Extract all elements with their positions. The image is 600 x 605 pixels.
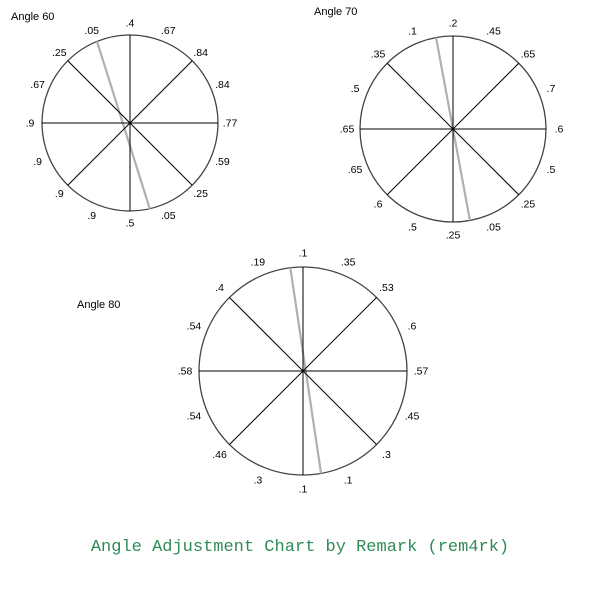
dial-label: .54 bbox=[187, 320, 202, 332]
dial-label: .5 bbox=[408, 221, 417, 233]
dial-label: .6 bbox=[408, 320, 417, 332]
dial-label: .59 bbox=[215, 156, 230, 168]
dial-label: .19 bbox=[251, 256, 266, 268]
dial-label: .3 bbox=[382, 449, 391, 461]
dial-label: .2 bbox=[449, 18, 458, 30]
dial-label: .65 bbox=[521, 49, 536, 61]
dial-label: .53 bbox=[379, 282, 394, 294]
dial-label: .9 bbox=[33, 156, 42, 168]
spoke-line bbox=[386, 62, 520, 196]
footer-credit: Angle Adjustment Chart by Remark (rem4rk… bbox=[90, 538, 510, 557]
dial-label: .7 bbox=[547, 83, 556, 95]
dial-label: .9 bbox=[26, 118, 35, 130]
dial-label: .65 bbox=[340, 124, 355, 136]
dial-label: .45 bbox=[486, 26, 501, 38]
dial-label: .1 bbox=[408, 26, 417, 38]
dial-label: .1 bbox=[299, 248, 308, 260]
dial-1: .4 .67 .84 .84 .77 .59 .25 .05 .5 .9 .9 .9 .9 .67 .25.… bbox=[26, 18, 238, 230]
dial-label: .77 bbox=[223, 118, 238, 130]
highlight-spoke bbox=[95, 41, 151, 210]
dial-label: .25 bbox=[521, 198, 536, 210]
dial-label: .5 bbox=[547, 164, 556, 176]
dial-label: .54 bbox=[187, 411, 202, 423]
spoke-line bbox=[67, 60, 193, 186]
dial-label: .57 bbox=[414, 366, 429, 378]
dial-label: .25 bbox=[446, 230, 461, 242]
dial-label: .84 bbox=[215, 79, 230, 91]
dial-label: .5 bbox=[351, 83, 360, 95]
dial-label: .05 bbox=[486, 221, 501, 233]
dial-label: .05 bbox=[84, 25, 99, 37]
dial-label: .9 bbox=[55, 188, 64, 200]
dial-title-angle-80: Angle 80 bbox=[77, 299, 121, 311]
dial-label: .25 bbox=[52, 47, 67, 59]
dial-title-angle-70: Angle 70 bbox=[314, 6, 358, 18]
dial-label: .5 bbox=[126, 218, 135, 230]
dial-label: .9 bbox=[87, 210, 96, 222]
dial-label: .1 bbox=[344, 475, 353, 487]
dial-label: .3 bbox=[253, 475, 262, 487]
dial-label: .05 bbox=[161, 210, 176, 222]
dial-label: .45 bbox=[405, 411, 420, 423]
dial-label: .35 bbox=[371, 49, 386, 61]
dial-title-angle-60: Angle 60 bbox=[11, 11, 55, 23]
dial-label: .6 bbox=[374, 198, 383, 210]
dial-label: .4 bbox=[215, 282, 224, 294]
dial-label: .58 bbox=[178, 366, 193, 378]
dial-label: .1 bbox=[299, 484, 308, 496]
dial-label: .46 bbox=[212, 449, 227, 461]
dial-3: .1 .35 .53 .6 .57 .45 .3 .1 .1 .3 .46 .54 .58 .54 .4 .1… bbox=[178, 248, 429, 496]
dial-label: .25 bbox=[193, 188, 208, 200]
dial-2: .2 .45 .65 .7 .6 .5 .25 .05 .25 .5 .6 .65 .65 .5 .35 .1 bbox=[340, 18, 564, 242]
dial-label: .65 bbox=[348, 164, 363, 176]
dial-label: .6 bbox=[555, 124, 564, 136]
dial-label: .84 bbox=[193, 47, 208, 59]
dial-label: .67 bbox=[161, 25, 176, 37]
dial-label: .35 bbox=[341, 256, 356, 268]
dial-label: .67 bbox=[30, 79, 45, 91]
dial-label: .4 bbox=[126, 18, 135, 30]
spoke-line bbox=[229, 297, 377, 445]
